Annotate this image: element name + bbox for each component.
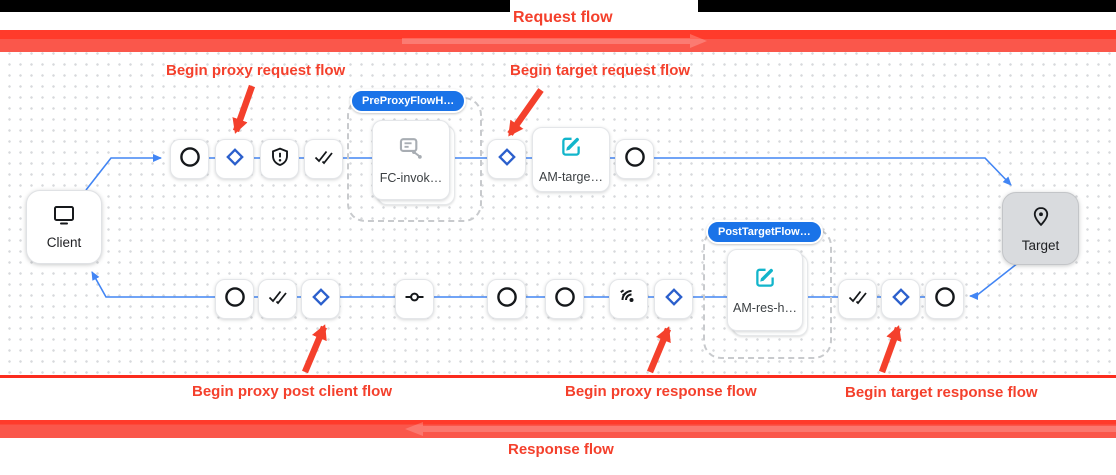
response-flow-band — [0, 420, 1116, 438]
target-request-flow-node[interactable] — [487, 139, 526, 179]
circle-icon — [624, 146, 646, 173]
request-direction-arrow — [402, 34, 707, 48]
shield-icon — [270, 147, 290, 172]
request-flow-title: Request flow — [513, 9, 613, 26]
callout-begin-proxy-response: Begin proxy response flow — [565, 383, 757, 400]
place-pin-icon — [1030, 205, 1052, 234]
target-response-done-all-node[interactable] — [838, 279, 877, 319]
signal-step-node[interactable] — [609, 279, 648, 319]
assign-message-response-policy-label: AM-res-h… — [733, 300, 797, 315]
done-all-step-node[interactable] — [304, 139, 343, 179]
post-target-flow-hook-badge[interactable]: PostTargetFlow… — [706, 220, 823, 244]
response-circle-node-2[interactable] — [545, 279, 584, 319]
monitor-icon — [52, 204, 76, 231]
circle-icon — [934, 286, 956, 313]
target-label: Target — [1021, 237, 1060, 253]
canvas-bottom-red-line — [0, 375, 1116, 378]
editor-canvas — [0, 52, 1116, 375]
circle-icon — [496, 286, 518, 313]
circle-icon — [224, 286, 246, 313]
response-flow-title: Response flow — [508, 441, 614, 458]
flow-callout-icon — [398, 136, 424, 165]
target-node[interactable]: Target — [1002, 192, 1079, 265]
security-step-node[interactable] — [260, 139, 299, 179]
post-client-end-node[interactable] — [215, 279, 254, 319]
assign-message-response-policy-card[interactable]: AM-res-h… — [727, 249, 803, 331]
circle-icon — [179, 146, 201, 173]
callout-begin-target-request: Begin target request flow — [510, 62, 691, 79]
response-circle-node-1[interactable] — [487, 279, 526, 319]
callout-begin-proxy-post-client: Begin proxy post client flow — [192, 383, 393, 400]
request-start-node[interactable] — [170, 139, 209, 179]
request-flow-label-background — [510, 0, 698, 30]
diamond-icon — [497, 147, 516, 171]
assign-message-target-policy-label: AM-targe… — [539, 170, 603, 184]
done-all-icon — [267, 287, 289, 312]
callout-begin-proxy-request: Begin proxy request flow — [166, 62, 346, 79]
request-flow-band — [0, 30, 1116, 52]
done-all-icon — [313, 147, 335, 172]
join-icon — [404, 287, 426, 312]
circle-icon — [554, 286, 576, 313]
client-node[interactable]: Client — [26, 190, 102, 264]
assign-message-target-policy-card[interactable]: AM-targe… — [532, 127, 610, 192]
post-client-done-all-node[interactable] — [258, 279, 297, 319]
join-connector-node[interactable] — [395, 279, 434, 319]
diamond-icon — [891, 287, 910, 311]
flow-callout-policy-label: FC-invok… — [379, 170, 443, 185]
diamond-icon — [225, 147, 244, 171]
response-direction-arrow — [405, 422, 1116, 436]
response-start-node[interactable] — [925, 279, 964, 319]
signal-waves-icon — [618, 286, 639, 312]
flow-callout-policy-card[interactable]: FC-invok… — [372, 120, 450, 200]
pre-proxy-flow-hook-badge[interactable]: PreProxyFlowH… — [350, 89, 467, 113]
proxy-post-client-flow-node[interactable] — [301, 279, 340, 319]
edit-square-icon — [753, 266, 777, 295]
target-response-flow-node[interactable] — [881, 279, 920, 319]
request-end-node[interactable] — [615, 139, 654, 179]
done-all-icon — [847, 287, 869, 312]
diamond-icon — [311, 287, 330, 311]
proxy-request-flow-node[interactable] — [215, 139, 254, 179]
proxy-response-flow-node[interactable] — [654, 279, 693, 319]
callout-begin-target-response: Begin target response flow — [845, 384, 1038, 401]
diamond-icon — [664, 287, 683, 311]
client-label: Client — [46, 235, 82, 250]
edit-square-icon — [559, 135, 583, 164]
